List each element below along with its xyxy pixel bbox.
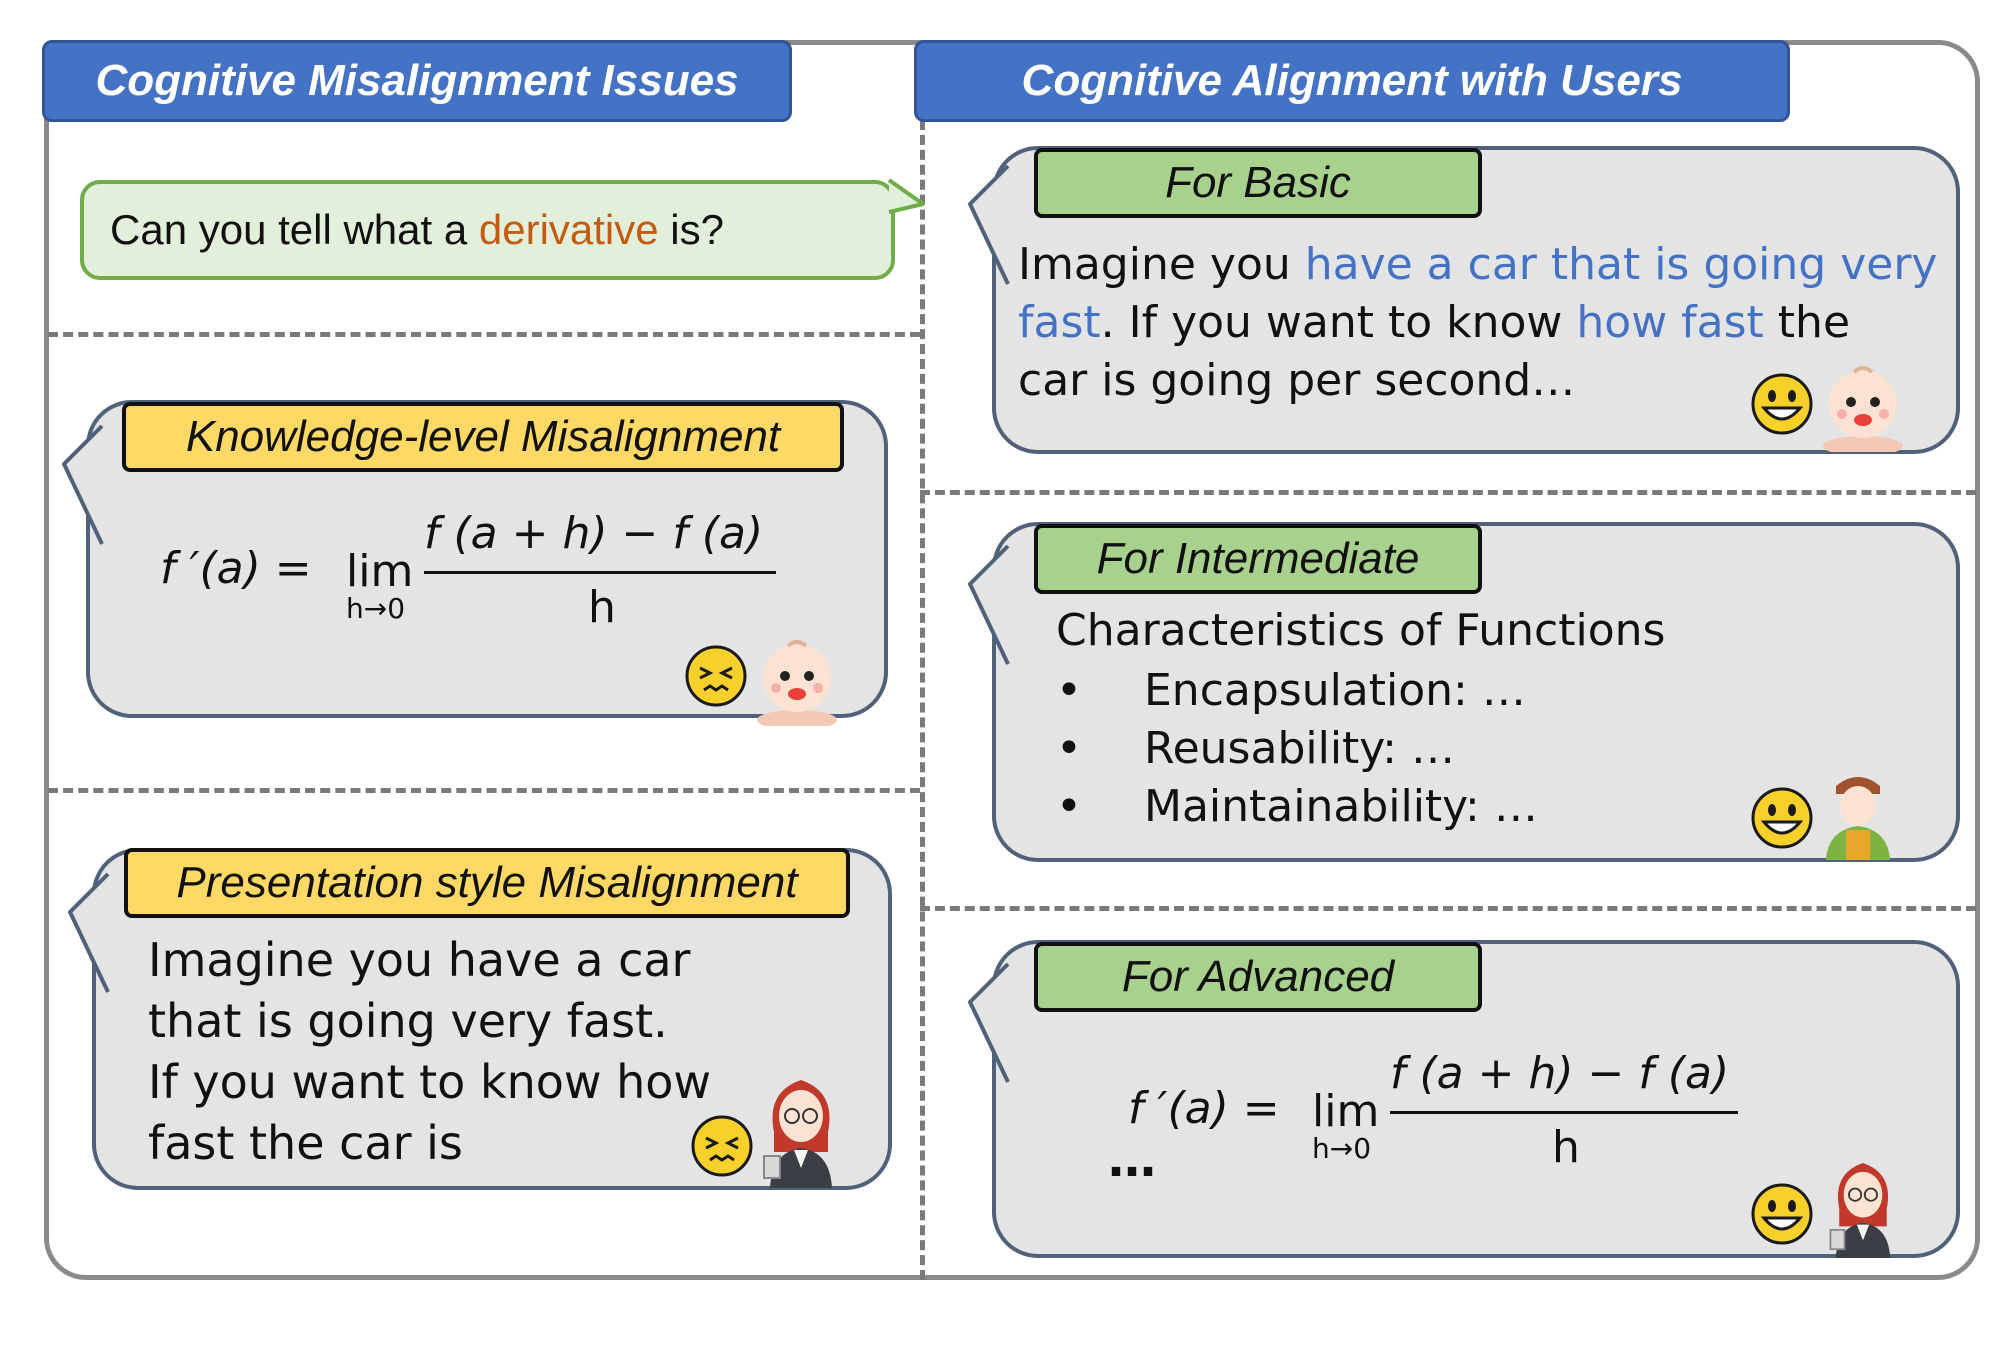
- basic-line-2b: . If you want to know: [1100, 297, 1577, 348]
- advanced-lim: lim: [1312, 1086, 1380, 1137]
- bullet: •: [1056, 781, 1082, 832]
- question-end: is?: [658, 206, 724, 253]
- basic-line-2a: fast: [1018, 297, 1101, 348]
- intermediate-item-1: Encapsulation: …: [1144, 665, 1526, 716]
- row-divider-left-1: [48, 332, 920, 337]
- presentation-line-2: that is going very fast.: [148, 994, 668, 1048]
- advanced-denominator: h: [1552, 1122, 1580, 1173]
- list-item: • Encapsulation: …: [1056, 662, 1538, 720]
- list-item: • Maintainability: …: [1056, 778, 1538, 836]
- advanced-bubble-tail: [968, 962, 1010, 1083]
- row-divider-right-1: [920, 490, 1976, 495]
- advanced-lim-sub: h→0: [1312, 1132, 1372, 1165]
- basic-line-3: car is going per second…: [1018, 355, 1576, 406]
- grinning-face-icon: [1751, 373, 1813, 435]
- intermediate-title: Characteristics of Functions: [1056, 605, 1666, 656]
- knowledge-tag: Knowledge-level Misalignment: [122, 402, 844, 472]
- presentation-text: Imagine you have a car that is going ver…: [148, 930, 711, 1174]
- confounded-face-icon: [691, 1115, 753, 1177]
- presentation-line-1: Imagine you have a car: [148, 933, 691, 987]
- presentation-tag: Presentation style Misalignment: [124, 848, 850, 918]
- knowledge-denominator: h: [588, 582, 616, 633]
- grinning-face-icon: [1751, 1183, 1813, 1245]
- intermediate-item-3: Maintainability: …: [1144, 781, 1538, 832]
- row-divider-left-2: [48, 788, 920, 793]
- knowledge-fraction-line: [424, 571, 776, 574]
- confounded-face-icon: [685, 645, 747, 707]
- intermediate-item-2: Reusability: …: [1144, 723, 1455, 774]
- bullet: •: [1056, 723, 1082, 774]
- knowledge-lim: lim: [346, 546, 414, 597]
- advanced-lhs: f ′(a) =: [1128, 1083, 1280, 1134]
- advanced-numerator: f (a + h) − f (a): [1390, 1048, 1730, 1099]
- baby-icon: [757, 640, 837, 726]
- knowledge-numerator: f (a + h) − f (a): [424, 508, 764, 559]
- baby-icon: [1823, 366, 1903, 452]
- intermediate-list: • Encapsulation: … • Reusability: … • Maint…: [1056, 662, 1538, 836]
- knowledge-lim-sub: h→0: [346, 592, 406, 625]
- basic-text: Imagine you have a car that is going ver…: [1018, 236, 1937, 410]
- advanced-tag: For Advanced: [1034, 942, 1482, 1012]
- basic-line-1a: Imagine you: [1018, 239, 1305, 290]
- worker-icon: [1826, 777, 1890, 860]
- row-divider-right-2: [920, 906, 1976, 911]
- presentation-bubble-tail: [68, 872, 110, 993]
- presentation-line-3: If you want to know how: [148, 1055, 712, 1109]
- question-highlight: derivative: [478, 206, 659, 253]
- basic-bubble-tail: [968, 164, 1010, 285]
- basic-tag: For Basic: [1034, 148, 1482, 218]
- column-divider: [920, 120, 925, 1280]
- intermediate-bubble-tail: [968, 544, 1010, 665]
- teacher-icon: [1829, 1163, 1891, 1258]
- basic-line-2c: how fast: [1576, 297, 1764, 348]
- question-tail: [887, 178, 925, 214]
- list-item: • Reusability: …: [1056, 720, 1538, 778]
- intermediate-tag: For Intermediate: [1034, 524, 1482, 594]
- basic-line-2d: the: [1763, 297, 1851, 348]
- question-bubble: Can you tell what a derivative is?: [80, 180, 895, 280]
- basic-line-1b: have a car that is going very: [1304, 239, 1938, 290]
- left-header: Cognitive Misalignment Issues: [42, 40, 792, 122]
- right-header: Cognitive Alignment with Users: [914, 40, 1790, 122]
- presentation-line-4: fast the car is: [148, 1116, 463, 1170]
- knowledge-bubble-tail: [62, 424, 104, 545]
- teacher-icon: [763, 1080, 832, 1188]
- question-text: Can you tell what a: [110, 206, 479, 253]
- knowledge-lhs: f ′(a) =: [160, 543, 312, 594]
- grinning-face-icon: [1751, 787, 1813, 849]
- advanced-ellipsis: …: [1108, 1132, 1156, 1188]
- bullet: •: [1056, 665, 1082, 716]
- advanced-fraction-line: [1390, 1111, 1738, 1114]
